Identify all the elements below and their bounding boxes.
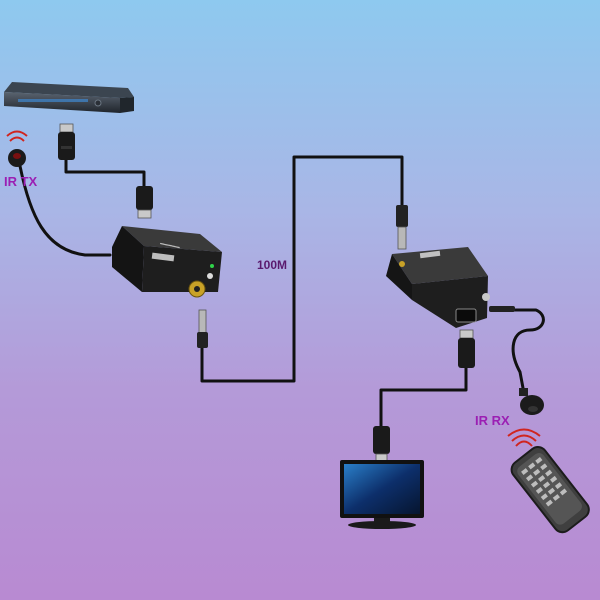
cable-length-label: 100M	[257, 258, 287, 272]
coax-connector-icon	[396, 205, 408, 250]
coax-connector-icon	[188, 280, 206, 298]
hdmi-plug-icon	[458, 329, 475, 368]
hdmi-receiver-unit	[386, 247, 490, 328]
ir-rx-label: IR RX	[475, 413, 510, 428]
ir-receiver-plug	[489, 306, 515, 312]
signal-waves-icon	[6, 130, 28, 142]
hdmi-plug-icon	[136, 186, 153, 219]
hdmi-plug-icon	[373, 426, 390, 463]
ir-receiver-icon	[519, 388, 544, 415]
set-top-box-icon	[4, 82, 134, 113]
coax-cable-100m	[200, 155, 404, 383]
remote-control-icon	[507, 428, 590, 534]
svg-text:▬▬▬▬▬: ▬▬▬▬▬	[160, 240, 181, 249]
hdmi-cable-out-upper	[379, 366, 468, 430]
ir-tx-cable	[18, 164, 112, 257]
hdmi-transmitter-unit: ▬▬▬▬▬	[112, 226, 222, 298]
ir-tx-label: IR TX	[4, 174, 38, 189]
hdmi-cable-source	[64, 158, 146, 188]
hdmi-plug-icon	[58, 123, 75, 160]
tv-monitor-icon	[340, 460, 424, 529]
coax-connector-icon	[197, 309, 208, 348]
cables	[18, 155, 545, 430]
ir-rx-cable	[511, 308, 545, 390]
signal-waves-icon	[507, 428, 541, 447]
ir-transmitter-icon	[6, 130, 28, 167]
